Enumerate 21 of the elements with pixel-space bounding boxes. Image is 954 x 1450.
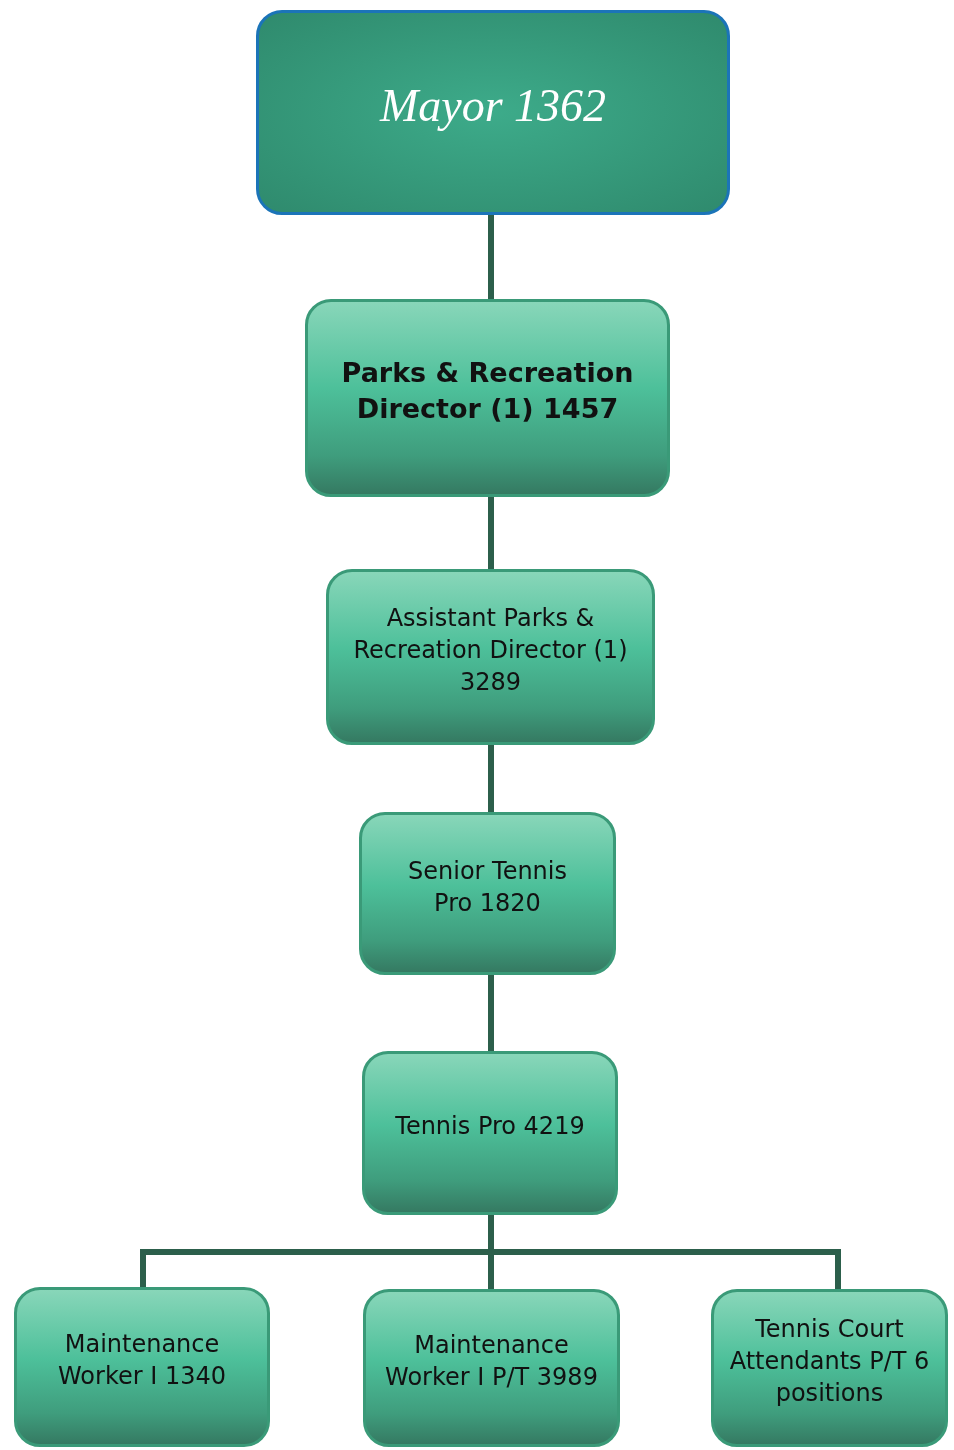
- top-position-box: [256, 10, 730, 215]
- position-title: Senior Tennis Pro 1820: [407, 855, 568, 919]
- position-title: Maintenance Worker I 1340: [57, 1329, 227, 1392]
- position-box: [711, 1289, 948, 1447]
- position-title: Parks & Recreation Director (1) 1457: [340, 356, 635, 426]
- position-box: [14, 1287, 270, 1447]
- connector-line: [488, 745, 494, 812]
- position-title: Maintenance Worker I P/T 3989: [384, 1330, 599, 1393]
- position-box: [326, 569, 655, 745]
- connector-line: [488, 1215, 841, 1289]
- position-box: [305, 299, 670, 497]
- position-title: Mayor 1362: [379, 78, 607, 133]
- connector-line: [488, 975, 494, 1051]
- position-title: Assistant Parks & Recreation Director (1) 3289: [352, 603, 629, 698]
- position-box: [363, 1289, 620, 1447]
- position-title: Tennis Court Attendants P/T 6 positions: [728, 1314, 931, 1409]
- connector-line: [488, 497, 494, 569]
- position-box: [362, 1051, 618, 1215]
- position-title: Tennis Pro 4219: [395, 1111, 585, 1142]
- connector-line: [488, 215, 494, 299]
- position-box: [359, 812, 616, 975]
